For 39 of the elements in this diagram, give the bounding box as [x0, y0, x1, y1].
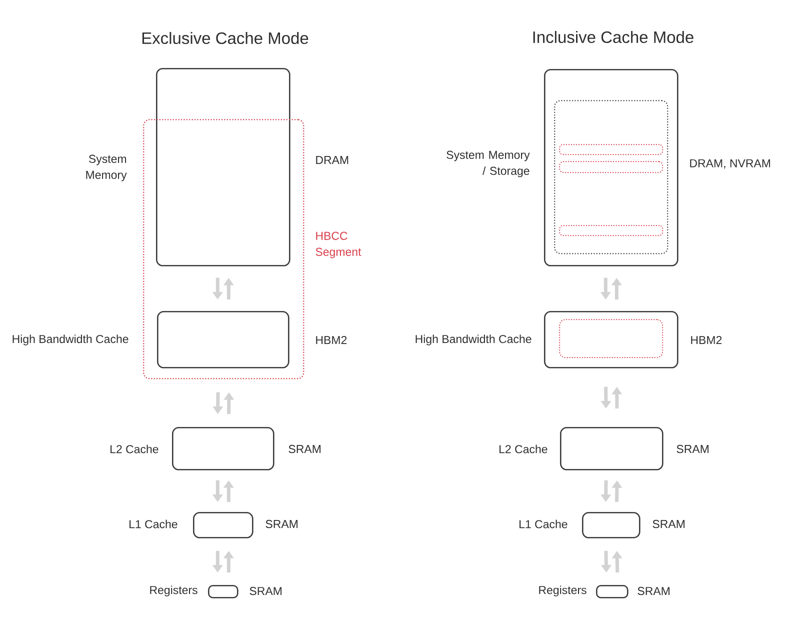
side-label: HBM2 — [691, 336, 722, 344]
side-label: L2 Cache — [110, 444, 158, 454]
side-label: Registers — [539, 586, 586, 596]
memory-box — [156, 68, 290, 266]
side-label: L1 Cache — [520, 520, 568, 528]
memory-box — [544, 311, 678, 368]
memory-box — [172, 427, 274, 470]
side-label: SRAM — [652, 520, 684, 528]
segment-label: HBCC Segment — [316, 232, 362, 258]
memory-box — [582, 512, 640, 538]
side-label: System Memory — [86, 154, 127, 182]
dotted-block — [559, 319, 664, 358]
side-label: HBM2 — [316, 336, 347, 344]
segment-outline — [143, 119, 304, 380]
side-label: High Bandwidth Cache — [416, 334, 532, 346]
side-label: High Bandwidth Cache — [12, 334, 128, 346]
column-title: Inclusive Cache Mode — [533, 30, 694, 44]
dotted-region — [554, 100, 668, 254]
side-label: L2 Cache — [500, 444, 548, 454]
side-label: System Memory / Storage — [446, 150, 530, 178]
dotted-block — [559, 225, 664, 236]
side-label: SRAM — [250, 586, 282, 596]
side-label: SRAM — [676, 444, 708, 454]
memory-box — [157, 311, 290, 368]
memory-box — [544, 69, 678, 266]
dotted-block — [559, 144, 664, 156]
side-label: Registers — [150, 586, 198, 596]
side-label: SRAM — [266, 520, 298, 528]
side-label: DRAM — [316, 156, 348, 164]
memory-box — [560, 427, 664, 470]
side-label: SRAM — [288, 444, 320, 454]
side-label: DRAM, NVRAM — [690, 159, 770, 169]
memory-box — [193, 512, 254, 538]
column-title: Exclusive Cache Mode — [142, 32, 308, 44]
side-label: SRAM — [638, 586, 670, 596]
side-label: L1 Cache — [130, 520, 178, 528]
memory-box — [596, 585, 628, 598]
memory-box — [208, 585, 238, 598]
dotted-block — [559, 161, 664, 174]
